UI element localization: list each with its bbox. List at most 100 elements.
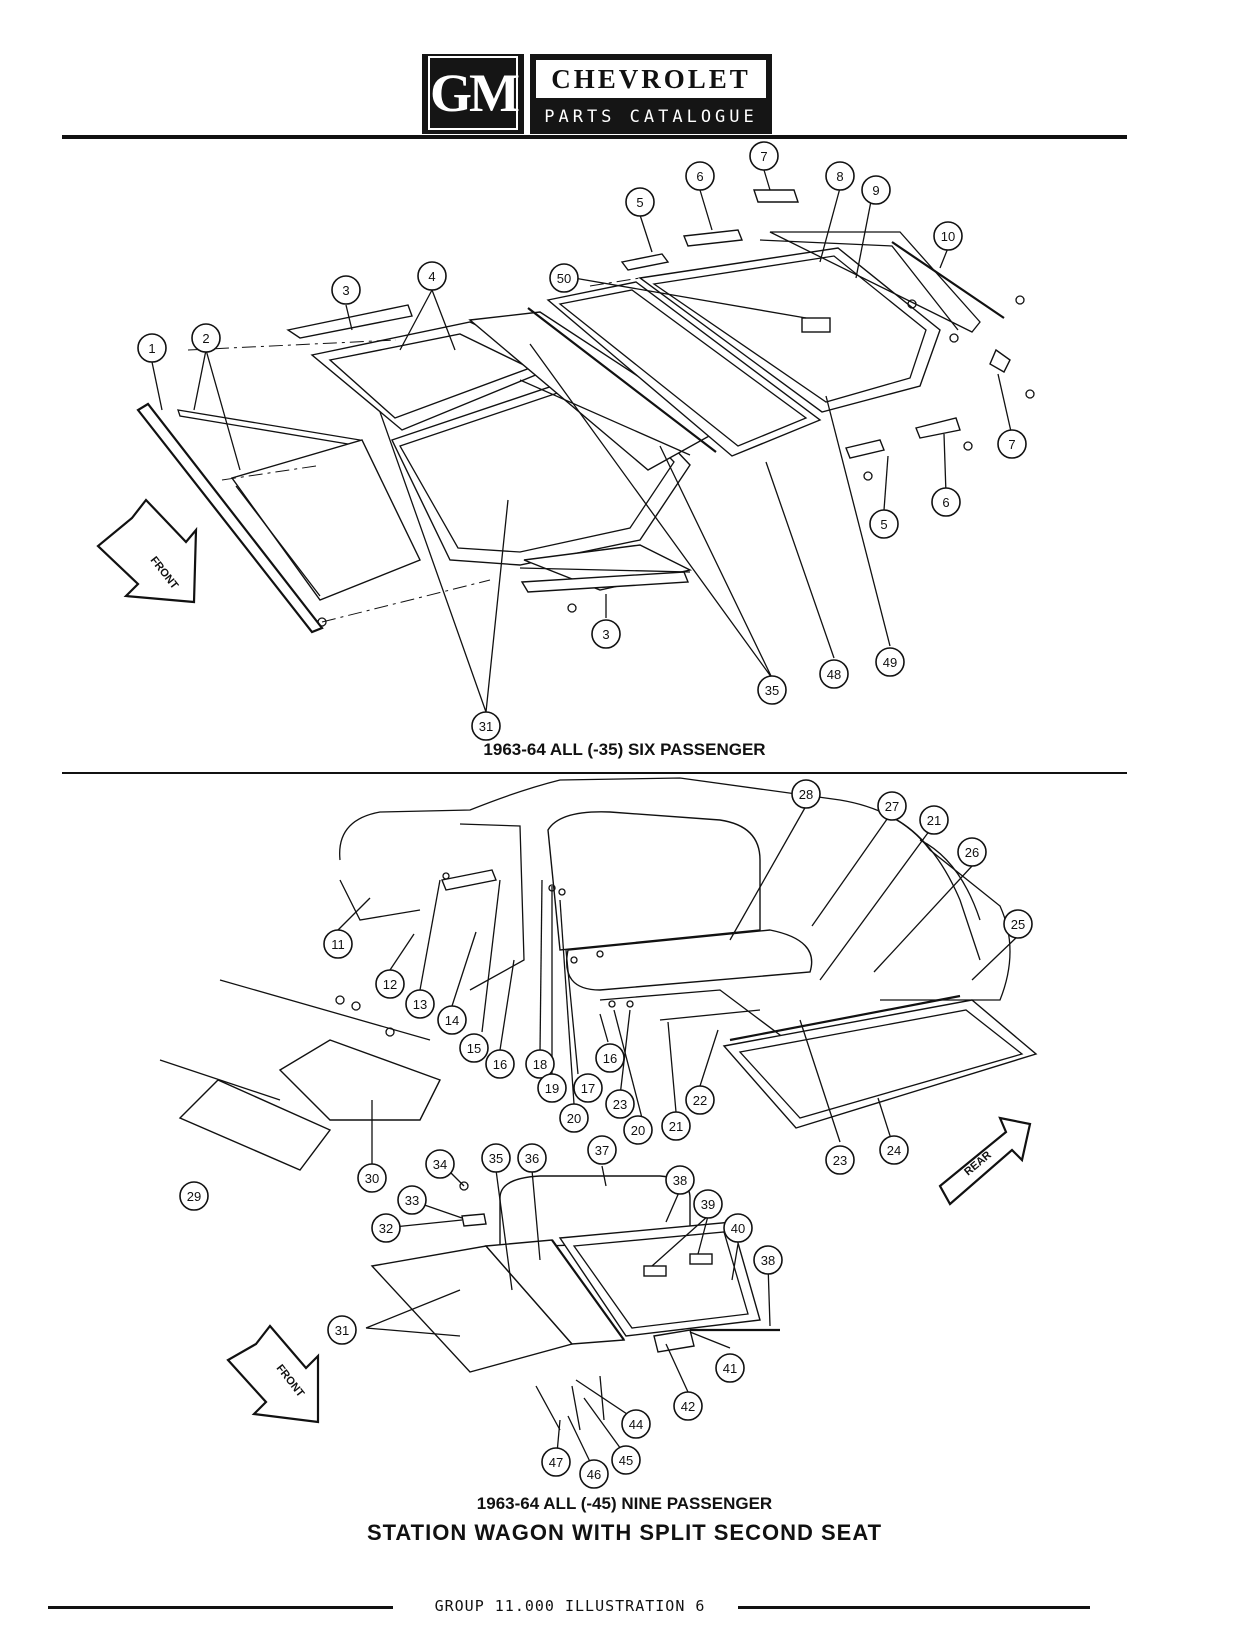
svg-text:12: 12 [383,977,397,992]
callout-14: 14 [437,1005,467,1035]
svg-text:23: 23 [833,1153,847,1168]
svg-text:7: 7 [760,149,767,164]
latch-39b [689,1253,713,1265]
svg-text:8: 8 [836,169,843,184]
front-panel [230,439,421,601]
svg-text:33: 33 [405,1193,419,1208]
callout-3-upper: 3 [331,275,361,305]
svg-text:50: 50 [557,271,571,286]
rear-arrow: REAR [938,1116,1032,1206]
hinge-5-lower [845,439,885,459]
latch-39a [643,1265,667,1277]
svg-text:31: 31 [335,1323,349,1338]
callout-10: 10 [933,221,963,251]
footer-rule-left [48,1606,393,1609]
svg-text:6: 6 [942,495,949,510]
svg-text:2: 2 [202,331,209,346]
callout-42: 42 [673,1391,703,1421]
callout-5-lower: 5 [869,509,899,539]
callout-6-upper: 6 [685,161,715,191]
callout-1: 1 [137,333,167,363]
callouts-bottom: 11 12 13 14 15 16 16 17 18 19 20 20 21 2… [179,779,1033,1489]
callout-2: 2 [191,323,221,353]
hinge-5-upper [620,253,670,271]
gm-logo-block: GM [422,54,524,134]
footer-rule-right [738,1606,1090,1609]
callout-32: 32 [371,1213,401,1243]
callout-15: 15 [459,1033,489,1063]
callout-20-right: 20 [623,1115,653,1145]
callout-41: 41 [715,1353,745,1383]
callout-13: 13 [405,989,435,1019]
svg-text:16: 16 [493,1057,507,1072]
floor-panel-48 [546,281,822,457]
svg-text:36: 36 [525,1151,539,1166]
front-arrow-upper: FRONT [96,498,198,604]
callout-28: 28 [791,779,821,809]
svg-text:1: 1 [148,341,155,356]
svg-text:41: 41 [723,1361,737,1376]
svg-text:26: 26 [965,845,979,860]
sill-strip-2 [177,409,361,447]
callout-24: 24 [879,1135,909,1165]
svg-text:27: 27 [885,799,899,814]
callout-23-left: 23 [605,1089,635,1119]
gm-logo-text: GM [428,56,520,130]
svg-text:15: 15 [467,1041,481,1056]
front-arrow-lower: FRONT [226,1324,320,1424]
svg-text:34: 34 [433,1157,447,1172]
callout-35-lower: 35 [481,1143,511,1173]
callout-16-right: 16 [595,1043,625,1073]
callout-17: 17 [573,1073,603,1103]
header-rule [62,135,1127,139]
svg-text:4: 4 [428,269,435,284]
svg-text:48: 48 [827,667,841,682]
svg-text:13: 13 [413,997,427,1012]
callout-25: 25 [1003,909,1033,939]
callout-4: 4 [417,261,447,291]
svg-text:7: 7 [1008,437,1015,452]
callout-38-upper: 38 [665,1165,695,1195]
callout-44: 44 [621,1409,651,1439]
svg-text:9: 9 [872,183,879,198]
rear-strip-10 [891,241,1005,319]
section-divider [62,772,1127,774]
bracket-3-lower [520,571,690,593]
logo-brand: CHEVROLET [536,60,766,98]
svg-text:5: 5 [636,195,643,210]
hinge-7-lower [989,348,1011,373]
svg-text:44: 44 [629,1417,643,1432]
callout-26: 26 [957,837,987,867]
svg-text:40: 40 [731,1221,745,1236]
callout-30: 30 [357,1163,387,1193]
svg-text:10: 10 [941,229,955,244]
svg-text:3: 3 [602,627,609,642]
svg-text:21: 21 [927,813,941,828]
floor-panel-49 [638,247,941,413]
second-seat-back-28 [547,811,761,951]
callout-21-upper: 21 [919,805,949,835]
callout-31-upper: 31 [471,711,501,741]
svg-text:39: 39 [701,1197,715,1212]
split-seat-panel-40 [558,1221,761,1337]
clip-32 [461,1213,487,1227]
svg-text:22: 22 [693,1093,707,1108]
callout-5-upper: 5 [625,187,655,217]
caption-six-passenger: 1963-64 ALL (-35) SIX PASSENGER [483,740,766,759]
callout-38-right: 38 [753,1245,783,1275]
callout-11: 11 [323,929,353,959]
hinge-bracket-15 [441,869,497,891]
callout-22: 22 [685,1085,715,1115]
caption-nine-passenger: 1963-64 ALL (-45) NINE PASSENGER [476,1494,773,1513]
latch-50 [801,317,831,333]
callout-36: 36 [517,1143,547,1173]
svg-text:6: 6 [696,169,703,184]
callout-3-lower: 3 [591,619,621,649]
hinge-6-upper [683,229,743,247]
logo-subtitle: PARTS CATALOGUE [544,107,758,127]
seat-track-30 [278,1039,441,1121]
svg-text:18: 18 [533,1057,547,1072]
callout-8: 8 [825,161,855,191]
svg-text:20: 20 [567,1111,581,1126]
